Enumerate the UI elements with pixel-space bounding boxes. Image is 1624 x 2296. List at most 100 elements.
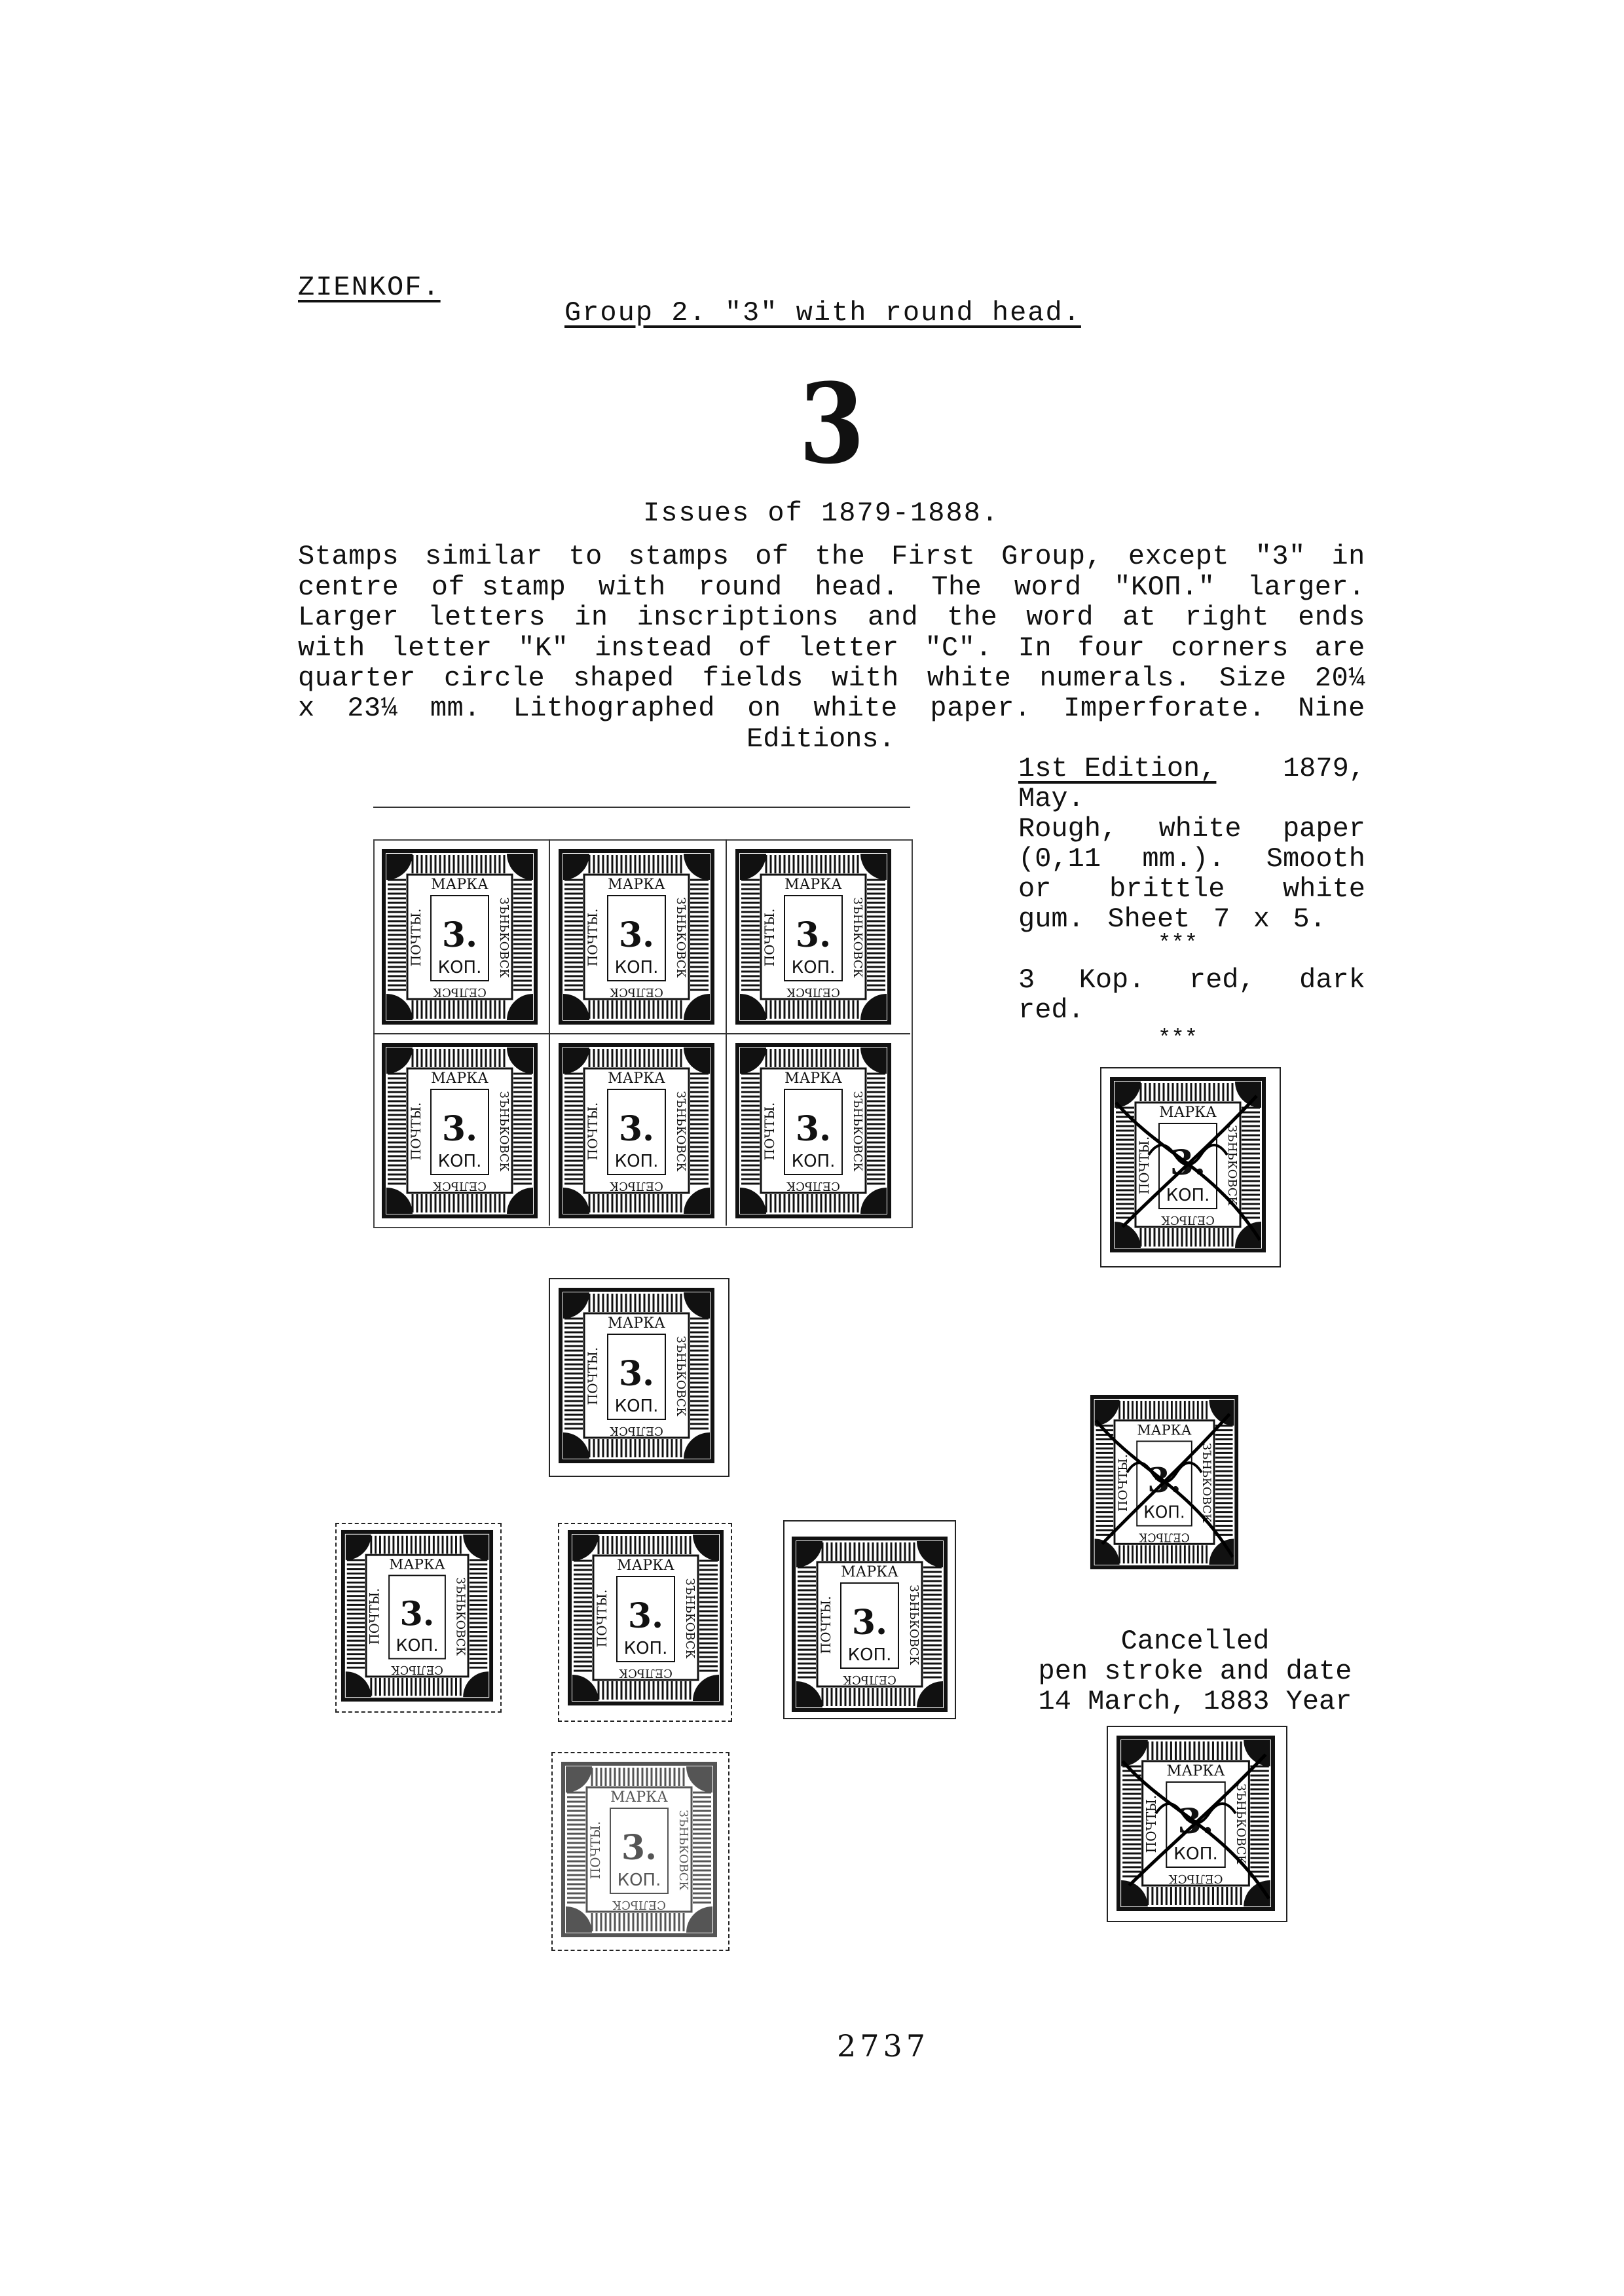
corner-numeral-field — [1209, 1399, 1234, 1426]
single-stamp-outline — [558, 1523, 732, 1722]
description-word: at — [1122, 602, 1156, 633]
corner-numeral-field — [463, 1671, 489, 1698]
corner-numeral-field — [684, 1292, 710, 1319]
stamp-top-text: МАРКА — [841, 1564, 898, 1580]
single-stamp-outline — [1107, 1726, 1287, 1922]
stamp-left-text: ПОЧТЫ. — [408, 909, 424, 967]
stamp-left-text: ПОЧТЫ. — [408, 1102, 424, 1161]
stamp-unit-text: КОП. — [396, 1635, 438, 1655]
corner-numeral-field — [860, 854, 887, 880]
stamp-bottom-text: СЕЛЬСК — [843, 1673, 896, 1686]
corner-numeral-field — [860, 1188, 887, 1214]
stamp-bottom-text: СЕЛЬСК — [1168, 1872, 1223, 1886]
corner-numeral-field — [386, 994, 413, 1020]
stamp-top-text: МАРКА — [610, 1789, 668, 1806]
color-word: Kop. — [1079, 964, 1145, 996]
color-word: dark — [1299, 964, 1365, 996]
stamp-value-text: 3. — [852, 1603, 887, 1643]
description-word: In — [1018, 632, 1052, 664]
description-word: round — [698, 572, 783, 603]
edition-word: white — [1282, 873, 1365, 905]
corner-numeral-field — [740, 854, 766, 880]
corner-numeral-field — [463, 1534, 489, 1560]
description-word: fields — [702, 663, 803, 694]
description-word: white — [813, 693, 898, 724]
stamp-value-text: 3. — [442, 1109, 477, 1149]
corner-numeral-field — [796, 1681, 822, 1707]
edition-year: 1879, — [1282, 753, 1365, 784]
description-word: Imperforate. — [1063, 693, 1266, 724]
description-word: of — [738, 632, 772, 664]
corner-numeral-field — [507, 994, 533, 1020]
color-line: 3 Kop. red, dark — [1018, 966, 1365, 995]
pen-cancel-scribble — [1126, 1461, 1203, 1484]
stamp-bottom-text: СЕЛЬСК — [1139, 1530, 1190, 1543]
description-word: stamps — [628, 541, 729, 572]
description-word: the — [947, 602, 998, 633]
cancel-line-1: Cancelled — [1120, 1626, 1270, 1657]
stamp-right-text: ЗЪНЬКОВСК — [497, 1091, 511, 1172]
corner-numeral-field — [507, 854, 533, 880]
edition-word: (0,11 — [1018, 843, 1101, 875]
corner-numeral-field — [693, 1675, 719, 1701]
stamp-bottom-text: СЕЛЬСК — [391, 1663, 443, 1676]
corner-numeral-field — [684, 1432, 710, 1459]
corner-numeral-field — [566, 1766, 592, 1793]
description-word: with — [598, 572, 666, 603]
edition-word: 7 — [1213, 903, 1230, 935]
description-word: except — [1128, 541, 1230, 572]
stamp-top-text: МАРКА — [1159, 1104, 1217, 1121]
stamp-right-text: ЗЪНЬКОВСК — [674, 898, 688, 978]
corner-numeral-field — [1121, 1880, 1148, 1906]
stamp-unit-text: КОП. — [615, 1396, 659, 1416]
stamp-value-text: 3. — [400, 1594, 435, 1633]
corner-numeral-field — [1235, 1082, 1261, 1108]
stamp-unit-text: КОП. — [438, 1152, 482, 1171]
edition-word: paper — [1282, 813, 1365, 845]
description-word: right — [1185, 602, 1270, 633]
corner-numeral-field — [693, 1535, 719, 1561]
corner-numeral-field — [345, 1671, 371, 1698]
description-word: Lithographed — [513, 693, 715, 724]
stamp-unit-text: КОП. — [624, 1639, 668, 1658]
corner-numeral-field — [740, 994, 766, 1020]
description-word: The — [931, 572, 982, 603]
corner-numeral-field — [572, 1535, 599, 1561]
stamp-top-text: МАРКА — [431, 1070, 489, 1087]
description-word: of stamp — [431, 572, 566, 603]
corner-numeral-field — [684, 994, 710, 1020]
color-word: 3 — [1018, 964, 1035, 996]
description-word: inscriptions — [637, 602, 840, 633]
corner-numeral-field — [1244, 1880, 1270, 1906]
corner-numeral-field — [740, 1188, 766, 1214]
stamp-left-text: ПОЧТЫ. — [762, 909, 777, 967]
corner-numeral-field — [572, 1675, 599, 1701]
corner-numeral-field — [860, 1048, 887, 1074]
edition-title: 1st Edition, — [1018, 753, 1217, 784]
corner-numeral-field — [563, 854, 589, 880]
edition-word: Rough, — [1018, 813, 1118, 845]
description-word: mm. — [430, 693, 481, 724]
stamp-value-text: 3. — [628, 1596, 663, 1636]
description-word: circle — [444, 663, 545, 694]
edition-word: Sheet — [1107, 903, 1190, 935]
description-word: on — [747, 693, 781, 724]
stamp-value-text: 3. — [619, 1109, 654, 1149]
stamp-left-text: ПОЧТЫ. — [762, 1102, 777, 1161]
description-word: word — [1014, 572, 1082, 603]
description-word: are — [1314, 632, 1365, 664]
stamp-top-text: МАРКА — [389, 1557, 445, 1573]
single-stamp-outline — [335, 1523, 502, 1713]
color-word: red, — [1189, 964, 1255, 996]
